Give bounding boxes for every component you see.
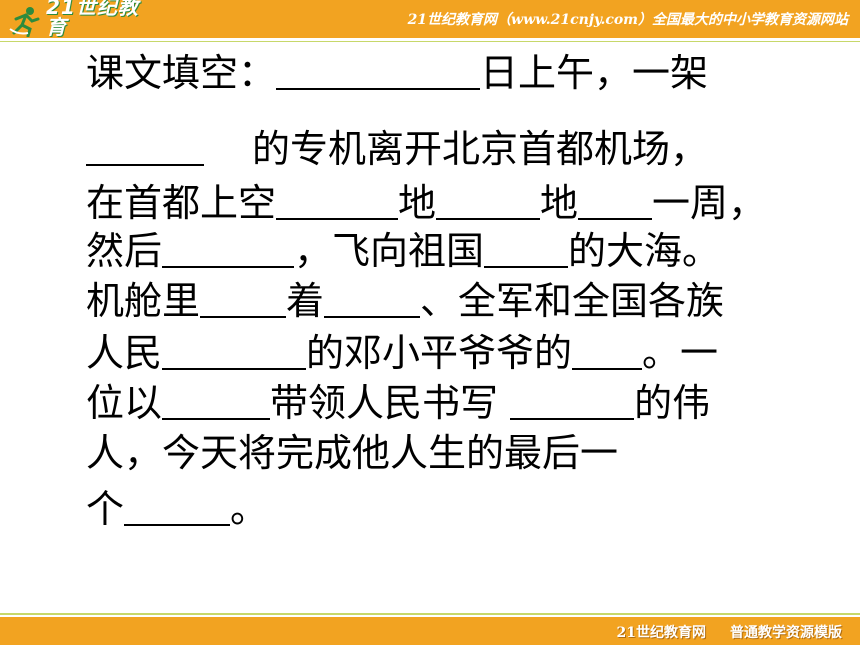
exercise-text: 着 xyxy=(286,279,325,323)
footer-caption: 21世纪教育网 普通教学资源模版 xyxy=(617,622,842,642)
answer-blank[interactable] xyxy=(276,54,481,90)
exercise-line-5: 机舱里 着 、全军和全国各族 xyxy=(86,278,724,324)
footer-band: 21世纪教育网 普通教学资源模版 xyxy=(0,617,860,645)
footer-template-name: 普通教学资源模版 xyxy=(730,625,842,641)
exercise-text: 日上午，一架 xyxy=(480,51,709,95)
exercise-text: 。一 xyxy=(642,331,719,375)
exercise-line-3: 在首都上空 地 地 一周， xyxy=(86,180,766,226)
answer-blank[interactable] xyxy=(200,282,287,318)
exercise-text: 一周， xyxy=(652,181,767,225)
exercise-text: ，飞向祖国 xyxy=(294,229,485,273)
exercise-line-1: 课文填空： 日上午，一架 xyxy=(86,50,708,96)
exercise-text: 在首都上空 xyxy=(86,181,277,225)
answer-blank[interactable] xyxy=(276,184,399,220)
exercise-text: 然后 xyxy=(86,229,163,273)
header-accent-line xyxy=(0,41,860,42)
exercise-line-4: 然后 ，飞向祖国 的大海。 xyxy=(86,228,720,274)
exercise-text: 带领人民书写 xyxy=(270,381,511,425)
header-divider xyxy=(0,38,860,41)
exercise-text: 机舱里 xyxy=(86,279,201,323)
exercise-title: 课文填空： xyxy=(86,51,277,95)
exercise-text: 地 xyxy=(540,181,579,225)
exercise-line-2: 的专机离开北京首都机场， xyxy=(86,126,708,172)
exercise-line-6: 人民 的邓小平爷爷的 。一 xyxy=(86,330,718,376)
answer-blank[interactable] xyxy=(162,334,307,370)
site-logo[interactable]: 21世纪教育 www.21cnjy.com xyxy=(8,0,158,45)
exercise-text: 、全军和全国各族 xyxy=(420,279,725,323)
answer-blank[interactable] xyxy=(484,232,569,268)
exercise-text: 人民 xyxy=(86,331,163,375)
header-slogan[interactable]: 21世纪教育网（www.21cnjy.com）全国最大的中小学教育资源网站 xyxy=(407,12,848,28)
footer-site-name[interactable]: 21世纪教育网 xyxy=(616,625,706,641)
exercise-text: 的专机离开北京首都机场， xyxy=(252,127,709,171)
exercise-text: 地 xyxy=(398,181,437,225)
answer-blank[interactable] xyxy=(436,184,541,220)
answer-blank[interactable] xyxy=(162,384,271,420)
exercise-line-8: 人，今天将完成他人生的最后一 xyxy=(86,430,618,476)
exercise-text: 人，今天将完成他人生的最后一 xyxy=(86,431,619,475)
logo-wordmark: 21世纪教育 xyxy=(46,0,139,39)
running-figure-icon xyxy=(8,5,42,38)
footer-accent-line xyxy=(0,613,860,615)
answer-blank[interactable] xyxy=(124,490,231,526)
answer-blank[interactable] xyxy=(572,334,643,370)
exercise-text: 的大海。 xyxy=(568,229,721,273)
answer-blank[interactable] xyxy=(324,282,421,318)
exercise-text: 位以 xyxy=(86,381,163,425)
exercise-text: 的邓小平爷爷的 xyxy=(306,331,573,375)
answer-blank[interactable] xyxy=(86,130,204,166)
answer-blank[interactable] xyxy=(510,384,635,420)
answer-blank[interactable] xyxy=(162,232,295,268)
exercise-text: 。 xyxy=(230,487,269,531)
header-band: 21世纪教育 www.21cnjy.com 21世纪教育网（www.21cnjy… xyxy=(0,0,860,45)
exercise-text: 的伟 xyxy=(634,381,711,425)
exercise-line-7: 位以 带领人民书写 的伟 xyxy=(86,380,710,426)
exercise-text: 个 xyxy=(86,487,125,531)
exercise-line-9: 个。 xyxy=(86,486,268,532)
answer-blank[interactable] xyxy=(578,184,653,220)
